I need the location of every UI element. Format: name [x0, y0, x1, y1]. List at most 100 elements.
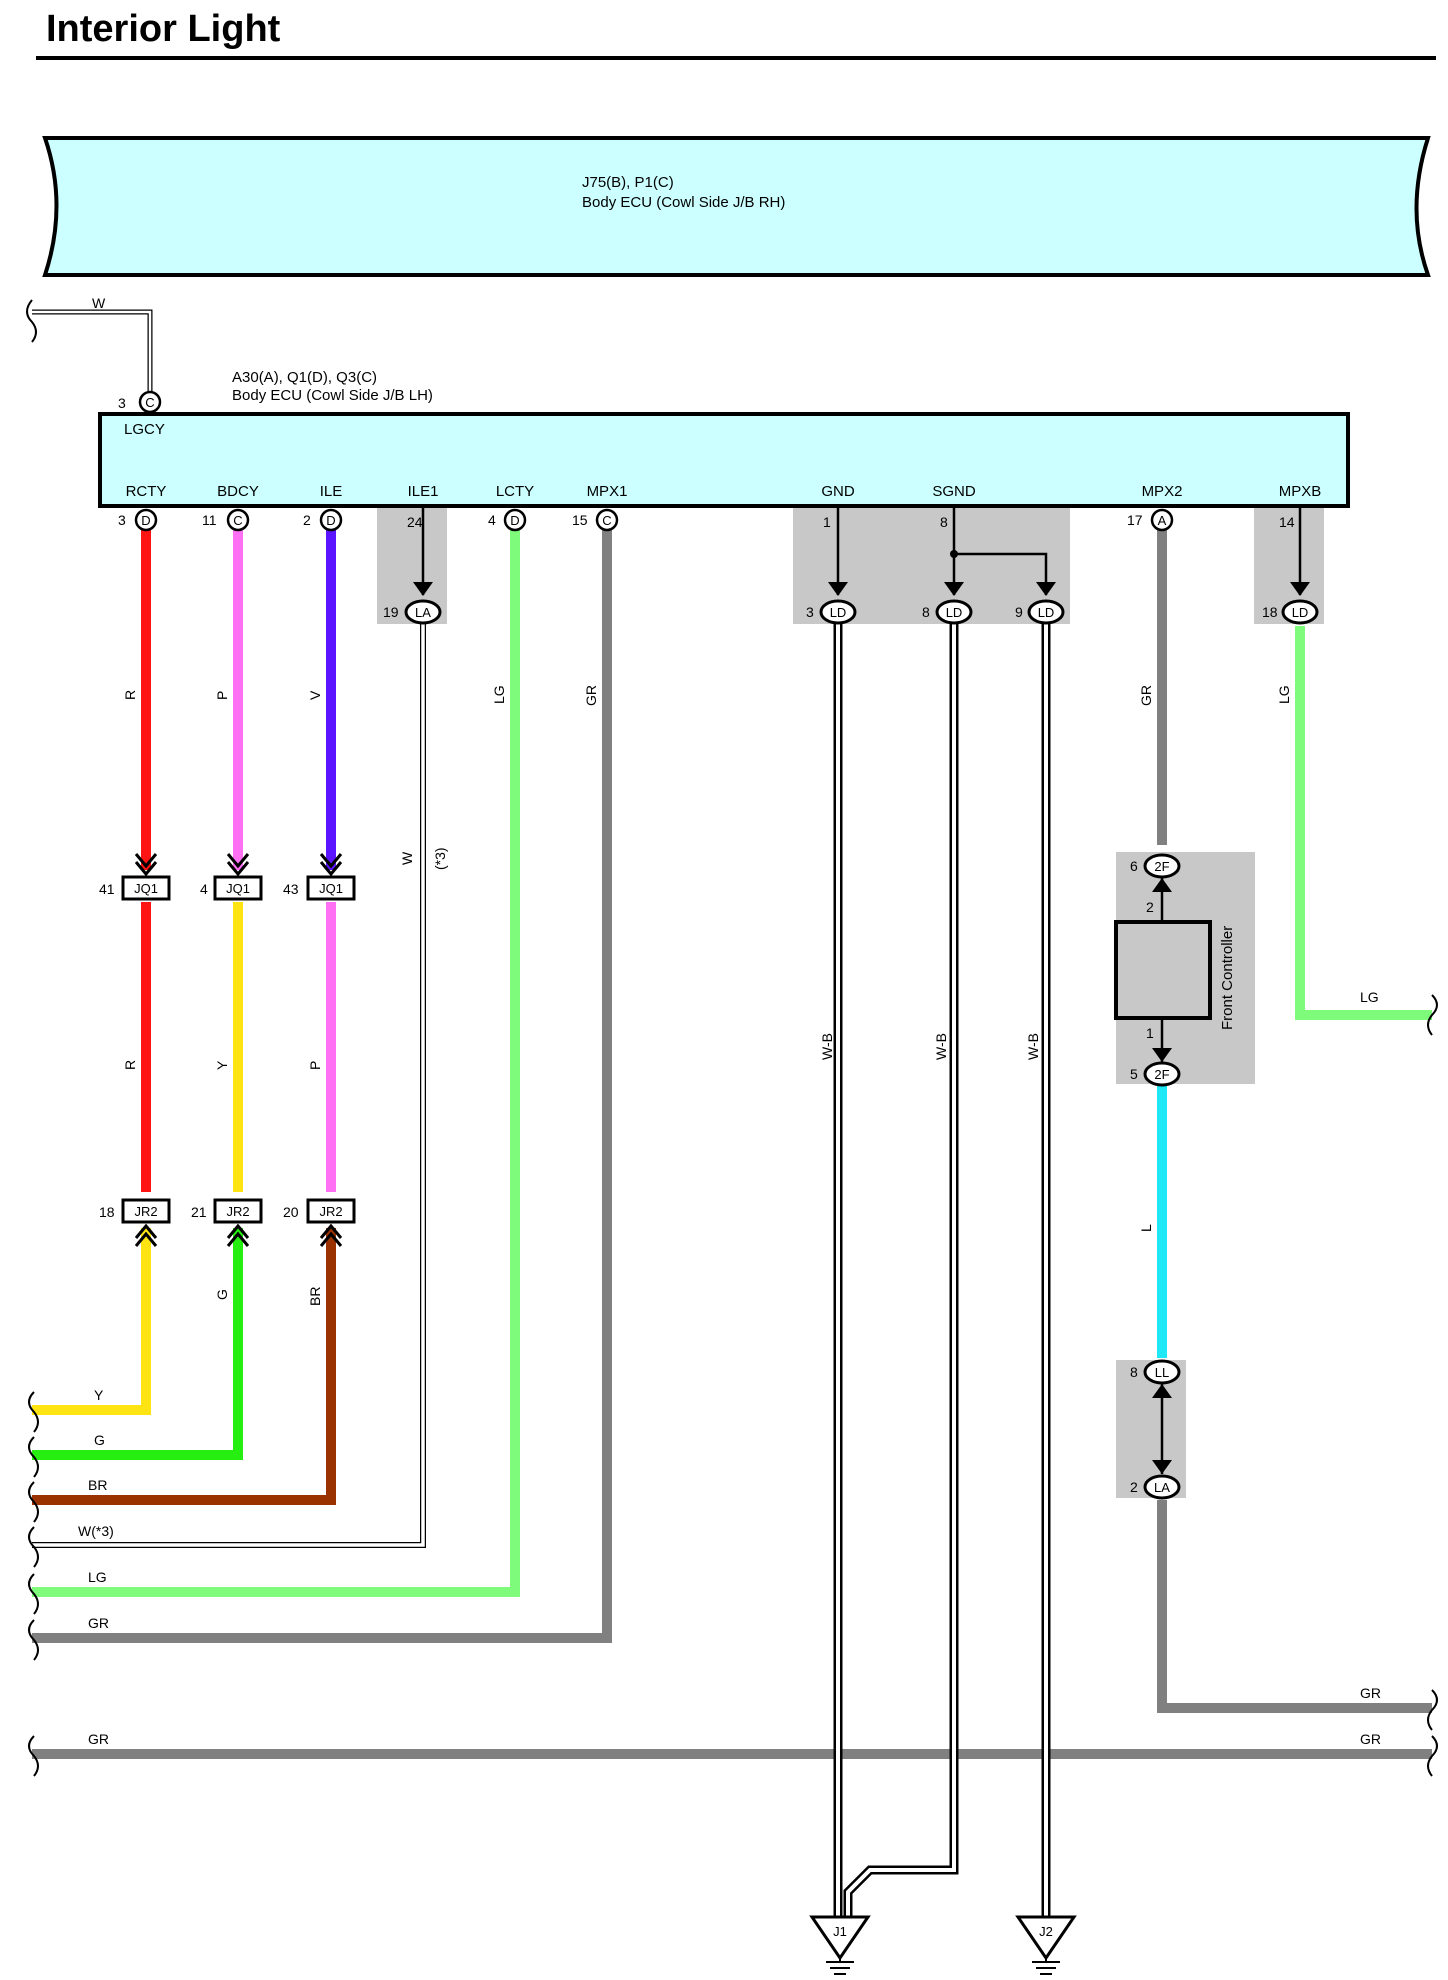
wire-w-label: W	[92, 295, 106, 311]
wire-break-icon	[28, 1573, 39, 1615]
wire-break-icon	[28, 1619, 39, 1661]
front-controller[interactable]: 2F 6 2 Front Controller 1 2F 5	[1114, 853, 1236, 1087]
sgnd-out-a-pin: 8	[922, 604, 930, 620]
svg-text:W: W	[399, 851, 415, 865]
svg-text:D: D	[326, 513, 335, 528]
svg-text:2F: 2F	[1154, 1067, 1169, 1082]
svg-text:GR: GR	[1360, 1731, 1381, 1747]
jq1-box	[213, 875, 263, 901]
arrow-down-icon	[1152, 1048, 1172, 1062]
mpxb-out-pin: 18	[1262, 604, 1278, 620]
svg-text:41: 41	[99, 881, 115, 897]
svg-text:J2: J2	[1039, 1924, 1053, 1939]
wire-break-icon	[26, 299, 37, 343]
lgcy-connector	[138, 390, 162, 414]
svg-text:BR: BR	[88, 1477, 107, 1493]
ll-la-junction[interactable]: LL 8 LA 2	[1130, 1359, 1181, 1500]
svg-text:Y: Y	[94, 1387, 104, 1403]
svg-text:JR2: JR2	[319, 1204, 342, 1219]
arrow-down-icon	[1152, 1460, 1172, 1474]
sgnd-in-pin: 8	[940, 514, 948, 530]
svg-text:6: 6	[1130, 858, 1138, 874]
wire-br-bot	[32, 1228, 336, 1505]
svg-text:LG: LG	[1360, 989, 1379, 1005]
svg-text:V: V	[307, 690, 323, 700]
wire-gr-right	[1157, 1500, 1432, 1713]
term-gnd: GND	[821, 483, 855, 500]
chevron-down-icon	[134, 853, 158, 877]
wire-lcty	[32, 528, 520, 1597]
gnd-connector	[819, 599, 857, 625]
svg-text:LA: LA	[1154, 1480, 1170, 1495]
wire-labels-vertical: R P V W (*3) LG GR GR LG R Y P G BR W-B …	[122, 685, 1292, 1306]
lgcy-conn: C	[145, 395, 154, 410]
wire-break-icon	[28, 1526, 39, 1568]
gnd-out-pin: 3	[806, 604, 814, 620]
ground-j2: J2	[1015, 1915, 1077, 1975]
ile1-conn: LA	[415, 605, 431, 620]
ile1-junction[interactable]: 24 19 LA	[383, 506, 442, 625]
svg-text:J1: J1	[833, 1924, 847, 1939]
sgnd-conn-a: LD	[946, 605, 963, 620]
fc-name: Front Controller	[1219, 926, 1236, 1030]
mpxb-connector	[1281, 599, 1319, 625]
wire-break-icon	[28, 1735, 39, 1777]
svg-text:JR2: JR2	[226, 1204, 249, 1219]
ecu-rh-code: J75(B), P1(C)	[582, 174, 674, 191]
la-connector	[1143, 1474, 1181, 1500]
svg-text:1: 1	[1146, 1025, 1154, 1041]
ll-la-shade	[1116, 1360, 1186, 1498]
wire-break-icon	[28, 1436, 39, 1478]
svg-text:GR: GR	[88, 1731, 109, 1747]
title-rule	[36, 56, 1436, 60]
svg-text:W-B: W-B	[1025, 1033, 1041, 1060]
svg-text:W-B: W-B	[819, 1033, 835, 1060]
arrow-down-icon	[1036, 582, 1056, 596]
svg-text:5: 5	[1130, 1066, 1138, 1082]
svg-text:2: 2	[1146, 899, 1154, 915]
wire-labels-horizontal: Y G BR W(*3) LG GR GR LG GR GR	[78, 989, 1381, 1747]
chevron-up-icon	[319, 1223, 343, 1247]
svg-text:D: D	[141, 513, 150, 528]
svg-text:C: C	[602, 513, 611, 528]
wire-break-icon	[28, 1391, 39, 1433]
wire-break-marks	[28, 994, 1438, 1777]
term-mpxb: MPXB	[1279, 483, 1322, 500]
svg-text:W(*3): W(*3)	[78, 1523, 114, 1539]
svg-text:G: G	[94, 1432, 105, 1448]
svg-text:L: L	[1138, 1224, 1154, 1232]
gnd-in-pin: 1	[823, 514, 831, 530]
mpxb-conn: LD	[1292, 605, 1309, 620]
svg-text:W-B: W-B	[933, 1033, 949, 1060]
chevron-down-icon	[226, 853, 250, 877]
jr2-box	[121, 1198, 171, 1224]
svg-text:8: 8	[1130, 1364, 1138, 1380]
svg-text:GR: GR	[1138, 685, 1154, 706]
term-bdcy: BDCY	[217, 483, 259, 500]
fc-out-connector	[1143, 1061, 1181, 1087]
gnd-conn: LD	[830, 605, 847, 620]
ground-icon	[809, 1915, 871, 1961]
chevron-up-icon	[226, 1223, 250, 1247]
lgcy-pin: 3	[118, 395, 126, 411]
wire-g-bot	[32, 1228, 243, 1460]
ground-icon	[1015, 1915, 1077, 1961]
jq1-connectors[interactable]: JQ1 41 JQ1 4 JQ1 43	[99, 853, 356, 901]
mpxb-in-pin: 14	[1279, 514, 1295, 530]
jr2-connectors[interactable]: JR2 18 JR2 21 JR2 20	[99, 1198, 356, 1247]
svg-text:R: R	[122, 690, 138, 700]
ile1-out-pin: 19	[383, 604, 399, 620]
mpxb-junction[interactable]: 14 18 LD	[1262, 506, 1319, 625]
sgnd-connector-b	[1027, 599, 1065, 625]
splice-dot-icon	[950, 550, 958, 558]
gnd-junction[interactable]: 1 3 LD	[806, 506, 857, 625]
term-lcty: LCTY	[496, 483, 534, 500]
body-ecu-rh[interactable]: J75(B), P1(C) Body ECU (Cowl Side J/B RH…	[42, 136, 1431, 277]
sgnd-out-b-pin: 9	[1015, 604, 1023, 620]
body-ecu-lh[interactable]: A30(A), Q1(D), Q3(C) Body ECU (Cowl Side…	[98, 369, 1350, 508]
svg-text:11: 11	[202, 512, 217, 528]
svg-text:A: A	[1158, 513, 1167, 528]
sgnd-junction[interactable]: 8 8 9 LD LD	[922, 506, 1065, 625]
svg-text:21: 21	[191, 1204, 207, 1220]
